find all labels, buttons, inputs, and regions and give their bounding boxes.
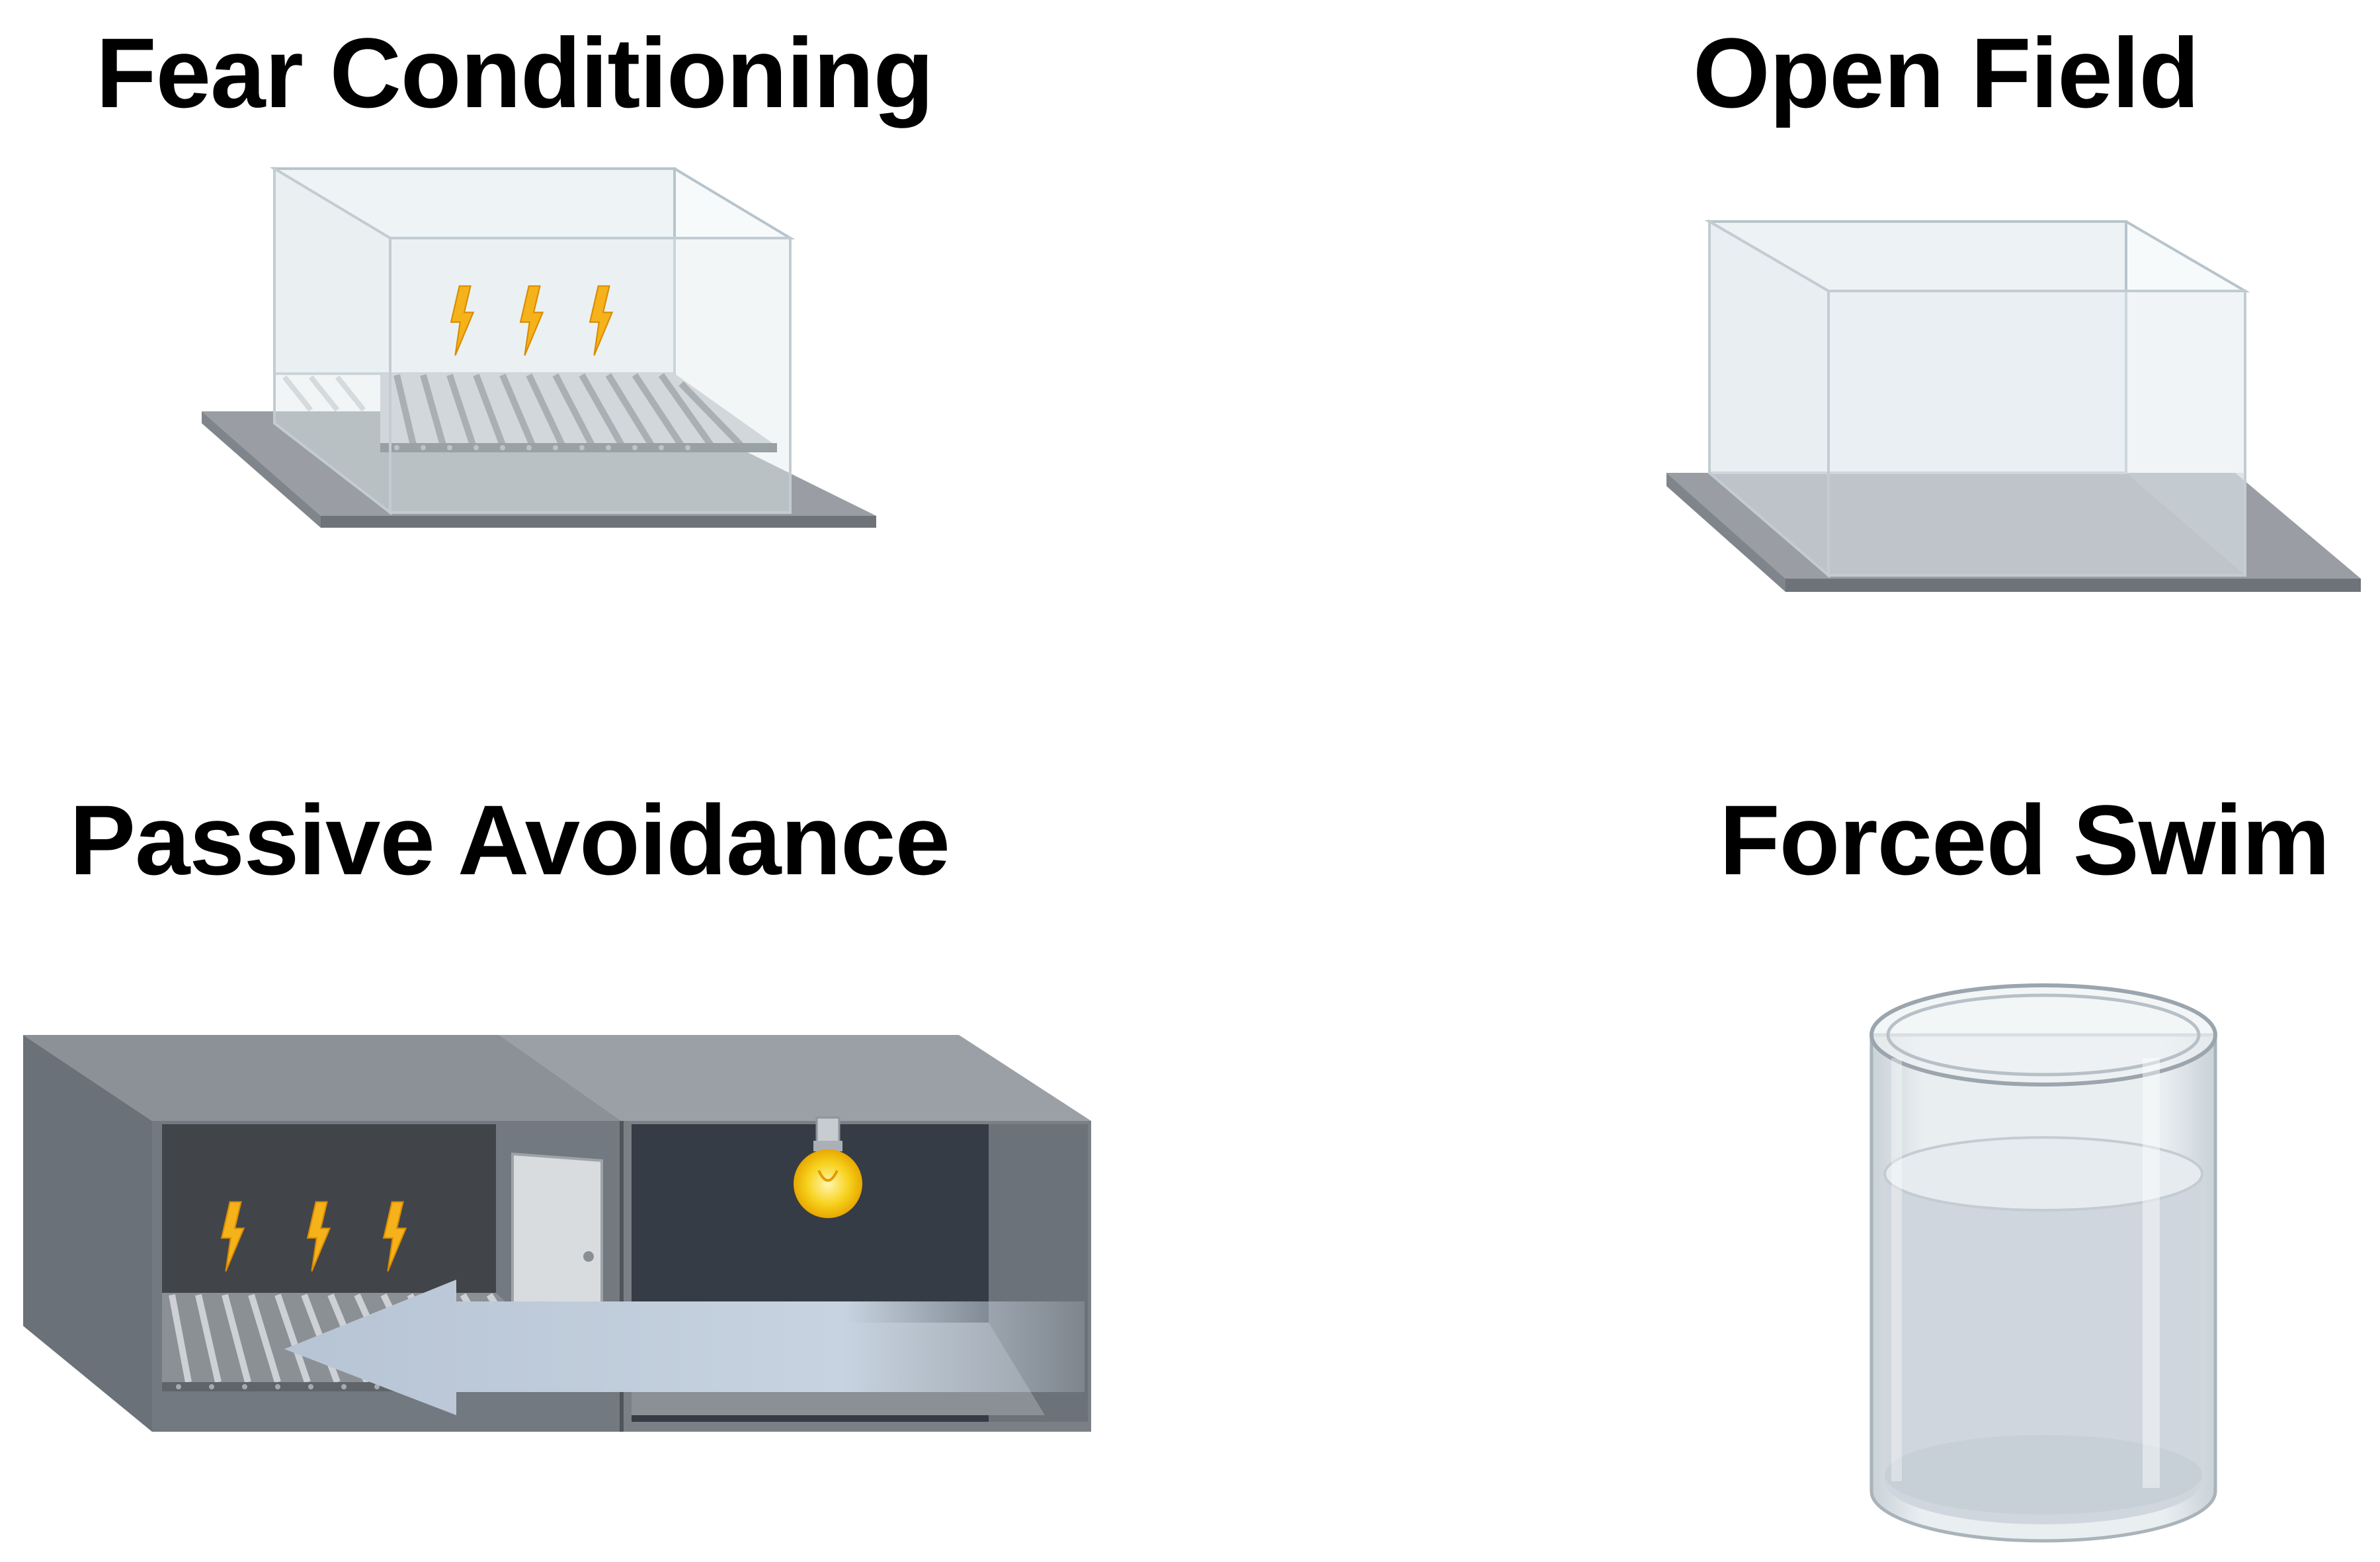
water-surface [1883,1136,2203,1212]
open-field-apparatus [1666,219,2361,592]
dark-chamber-top [23,1035,622,1121]
fear-conditioning-apparatus [202,166,876,528]
grid-rail [380,443,777,452]
dark-chamber-side [23,1035,152,1432]
light-bulb-icon [794,1116,862,1218]
grid-bars [393,373,743,448]
forced-swim-apparatus [1869,983,2217,1543]
glass-box-side [273,166,391,516]
glass-box-front [389,237,792,514]
glass-box-side [1708,219,1830,579]
passive-avoidance-title: Passive Avoidance [69,784,950,895]
forced-swim-title: Forced Swim [1719,784,2330,895]
arrow-left-icon [284,1280,1085,1415]
light-chamber-top [499,1035,1091,1121]
water [1885,1137,2202,1524]
base-plate-edge [321,516,876,528]
glass-box-front [1827,290,2246,577]
passive-avoidance-apparatus [23,1035,1091,1432]
fear-conditioning-title: Fear Conditioning [96,17,934,128]
open-field-title: Open Field [1693,17,2199,128]
cylinder-rim [1869,983,2217,1087]
